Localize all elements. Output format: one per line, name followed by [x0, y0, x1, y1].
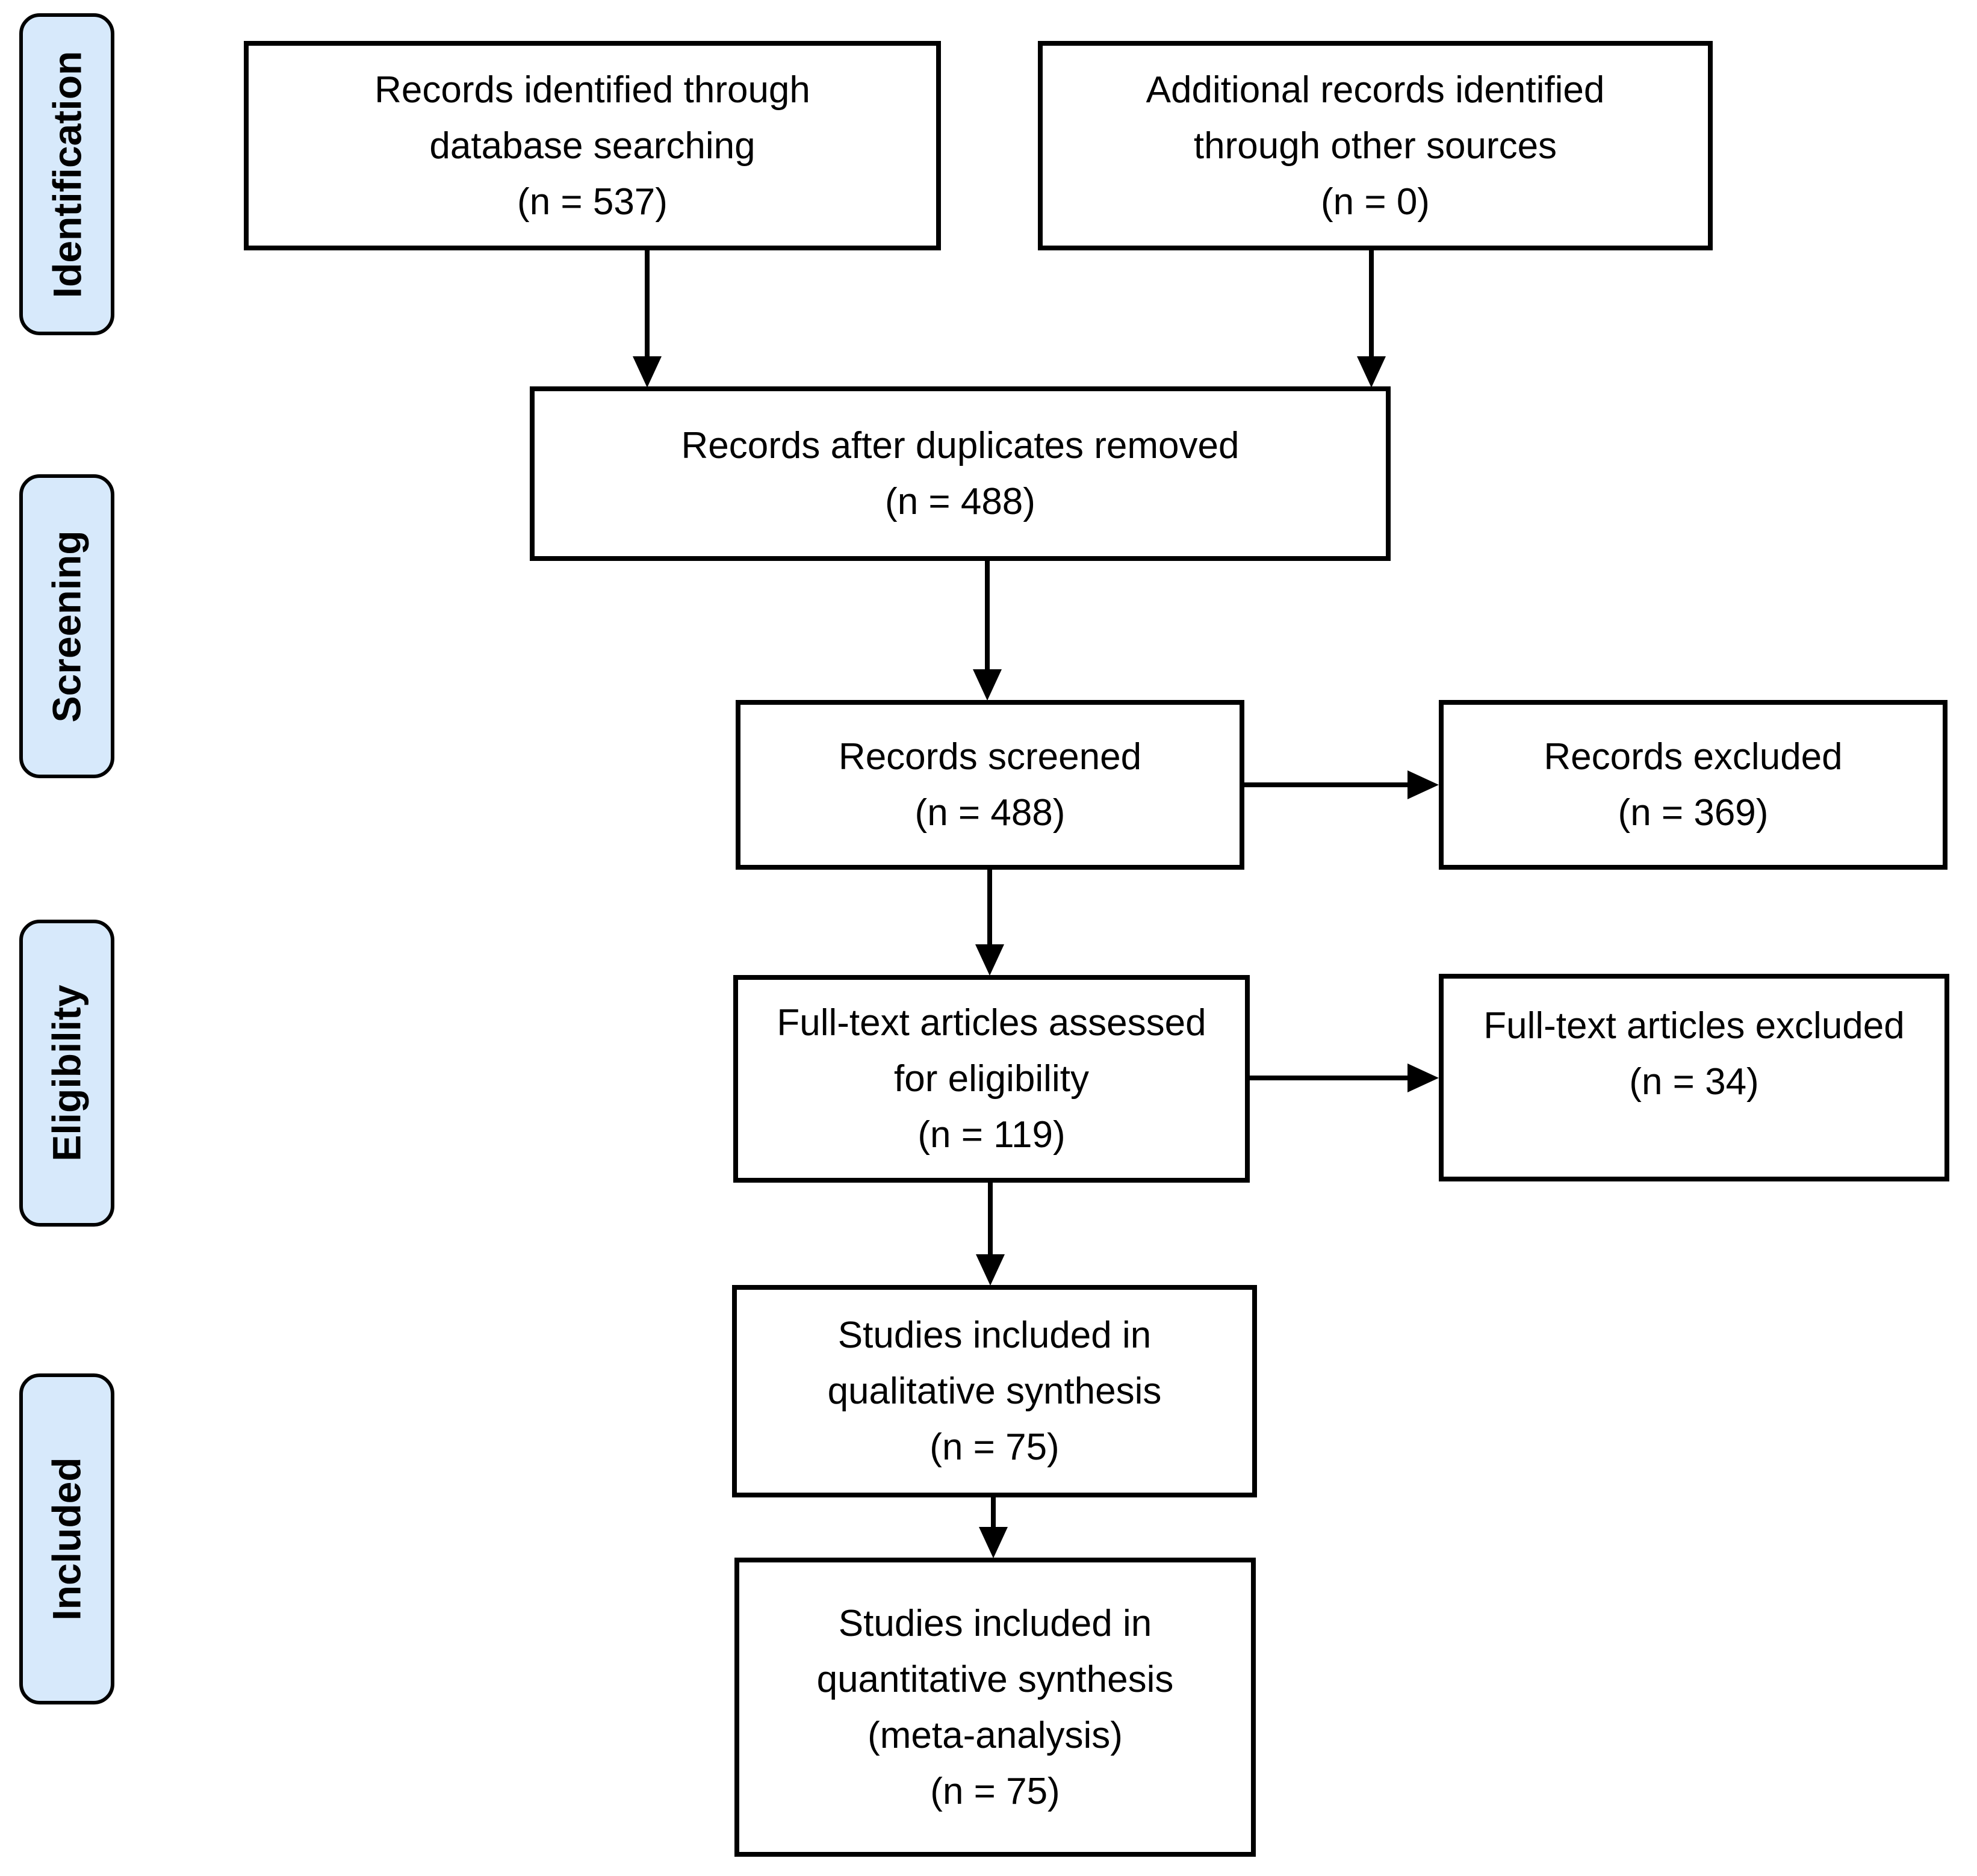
box-quantitative-synthesis: Studies included in quantitative synthes…	[734, 1558, 1256, 1857]
stage-label-text: Eligibility	[45, 985, 90, 1162]
box-text-line: (n = 119)	[917, 1114, 1066, 1156]
box-text-line: Records excluded	[1544, 736, 1843, 778]
box-text-line: Full-text articles excluded	[1483, 1005, 1905, 1047]
box-text-line: Full-text articles assessed	[777, 1002, 1206, 1044]
arrow-line-additional-to-duplicates	[1369, 250, 1374, 358]
box-text-line: (meta-analysis)	[867, 1714, 1123, 1756]
arrow-head-right-icon	[1407, 770, 1439, 799]
arrow-head-down-icon	[976, 1254, 1005, 1286]
box-text-line: through other sources	[1193, 125, 1557, 167]
arrow-head-right-icon	[1407, 1063, 1439, 1092]
box-text-line: Records identified through	[374, 69, 810, 111]
box-records-screened: Records screened (n = 488)	[736, 700, 1244, 870]
box-additional-records: Additional records identified through ot…	[1038, 41, 1713, 250]
arrow-line-identified-to-duplicates	[645, 250, 650, 358]
box-text-line: Studies included in	[837, 1314, 1152, 1356]
box-records-identified: Records identified through database sear…	[244, 41, 941, 250]
stage-label-text: Included	[45, 1457, 90, 1621]
box-text-line: Additional records identified	[1146, 69, 1605, 111]
stage-label-identification: Identification	[19, 13, 114, 335]
box-qualitative-synthesis: Studies included in qualitative synthesi…	[732, 1285, 1257, 1497]
box-text-line: (n = 369)	[1618, 792, 1769, 834]
box-text-line: (n = 488)	[914, 792, 1066, 834]
box-text-line: Studies included in	[838, 1602, 1152, 1644]
box-records-after-duplicates: Records after duplicates removed (n = 48…	[530, 386, 1391, 561]
box-text-line: for eligibility	[894, 1058, 1089, 1100]
stage-label-included: Included	[19, 1373, 114, 1704]
box-fulltext-excluded: Full-text articles excluded (n = 34)	[1439, 974, 1949, 1181]
box-text-line: qualitative synthesis	[827, 1370, 1162, 1412]
stage-label-eligibility: Eligibility	[19, 920, 114, 1227]
box-text-line: (n = 75)	[930, 1426, 1060, 1468]
box-text-line: (n = 537)	[517, 181, 668, 223]
box-text-line: (n = 75)	[930, 1770, 1060, 1812]
box-text-line: (n = 0)	[1321, 181, 1430, 223]
arrow-head-down-icon	[633, 356, 662, 388]
box-text-line: Records screened	[838, 736, 1142, 778]
arrow-line-qualitative-to-quantitative	[991, 1497, 996, 1528]
arrow-head-down-icon	[1357, 356, 1386, 388]
stage-label-screening: Screening	[19, 474, 114, 778]
box-text-line: database searching	[429, 125, 756, 167]
arrow-line-fulltext-to-excluded	[1250, 1076, 1409, 1080]
arrow-line-screened-to-fulltext	[987, 870, 992, 945]
arrow-line-duplicates-to-screened	[985, 561, 990, 670]
arrow-head-down-icon	[973, 669, 1002, 701]
box-records-excluded: Records excluded (n = 369)	[1439, 700, 1948, 870]
arrow-head-down-icon	[975, 944, 1004, 976]
box-text-line: (n = 488)	[885, 481, 1035, 522]
box-text-line: Records after duplicates removed	[681, 425, 1240, 466]
arrow-head-down-icon	[979, 1527, 1008, 1558]
box-text-line: quantitative synthesis	[816, 1658, 1174, 1700]
stage-label-text: Identification	[45, 51, 90, 298]
box-text-line: (n = 34)	[1629, 1060, 1759, 1103]
arrow-line-screened-to-excluded	[1244, 782, 1409, 787]
arrow-line-fulltext-to-qualitative	[988, 1183, 993, 1255]
stage-label-text: Screening	[45, 530, 90, 723]
box-fulltext-assessed: Full-text articles assessed for eligibil…	[733, 975, 1250, 1183]
